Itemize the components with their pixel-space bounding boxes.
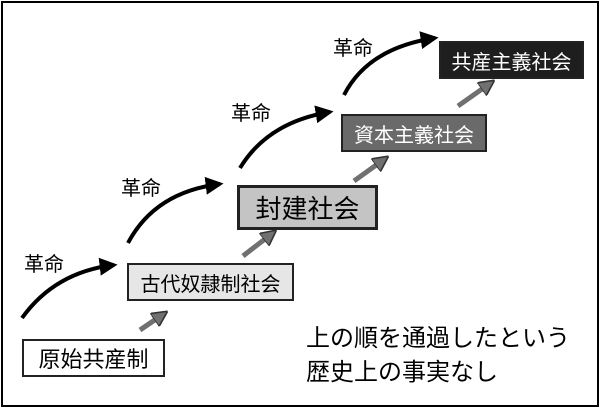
step-arrow-4	[456, 82, 492, 109]
stage-primitive-communism: 原始共産制	[22, 339, 165, 377]
note-line-1: 上の順を通過したという	[306, 324, 570, 352]
revolution-label-3: 革命	[231, 101, 271, 125]
revolution-label-1: 革命	[24, 252, 64, 276]
stage-ancient-slave-society: 古代奴隷制社会	[127, 263, 294, 301]
stage-communist-society: 共産主義社会	[439, 41, 584, 79]
revolution-arrow-1	[20, 257, 118, 320]
revolution-arrow-2	[126, 176, 224, 244]
revolution-arrow-3	[238, 105, 334, 170]
note-line-2: 歴史上の事実なし	[306, 358, 498, 386]
step-arrow-2	[241, 232, 274, 258]
stage-feudal-society: 封建社会	[237, 185, 378, 230]
stage-capitalist-society: 資本主義社会	[341, 114, 487, 152]
step-arrow-1	[138, 313, 165, 333]
historical-note: 上の順を通過したという 歴史上の事実なし	[306, 321, 570, 389]
revolution-label-2: 革命	[121, 176, 161, 200]
revolution-label-4: 革命	[333, 36, 373, 60]
step-arrow-3	[352, 158, 386, 184]
revolution-arrow-4	[342, 31, 439, 96]
